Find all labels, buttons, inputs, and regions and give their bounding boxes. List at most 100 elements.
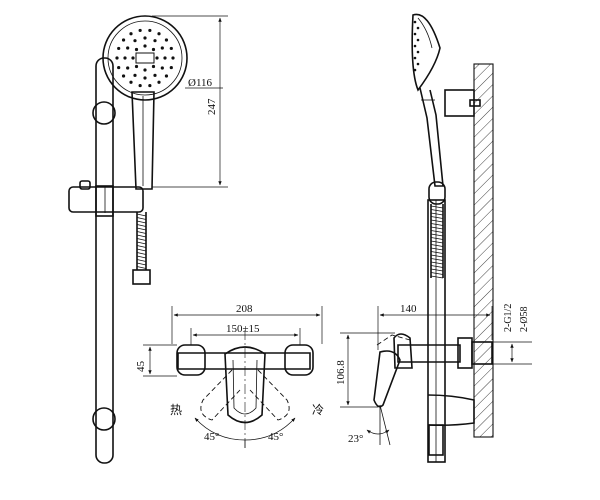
hose-rib: [430, 275, 444, 279]
nozzle-dot: [416, 26, 420, 30]
right-angle-label: 45°: [268, 431, 283, 443]
mode-selector: [135, 52, 155, 64]
slider-holder: [68, 186, 144, 213]
nozzle-dot: [416, 50, 420, 54]
hose-rib: [430, 268, 444, 272]
nozzle-dot: [138, 83, 142, 88]
mixer-top-view: 208 150±15 45 热 冷 45° 45°: [135, 303, 324, 448]
hose-rib: [430, 205, 444, 209]
hose-rib: [136, 262, 147, 266]
nozzle-dot: [413, 56, 417, 60]
nozzle-dot: [151, 64, 156, 69]
nozzle-dot: [129, 32, 133, 36]
nozzle-dot: [163, 56, 167, 60]
hose-rib: [136, 255, 147, 259]
nozzle-dot: [151, 47, 156, 52]
side-nozzles: [413, 20, 420, 72]
right-cap: [284, 344, 314, 376]
total-height-label: 247: [206, 98, 218, 115]
left-angle-label: 45°: [204, 431, 219, 443]
hose-rib: [430, 247, 444, 251]
hose-rib: [136, 252, 147, 255]
body-width-label: 208: [236, 303, 253, 315]
nozzle-dot: [169, 65, 173, 70]
hand-shower-handle: [131, 91, 155, 190]
nozzle-dot: [123, 56, 127, 60]
hose-rib: [430, 219, 444, 223]
hose-rib: [430, 272, 444, 275]
hose-rib: [430, 240, 444, 244]
hose-rib: [136, 238, 147, 241]
hose-ribs: [136, 213, 147, 269]
nozzle-dot: [129, 80, 133, 84]
nozzle-dot: [413, 32, 417, 36]
hose-rib: [430, 251, 444, 254]
nozzle-dot: [416, 62, 420, 66]
hose-rib: [430, 237, 444, 240]
nozzle-dot: [153, 73, 157, 77]
rail-bracket-top: [92, 101, 116, 125]
nozzle-dot: [143, 68, 147, 72]
nozzle-dot: [160, 66, 164, 70]
nozzle-dot: [153, 39, 157, 43]
nozzle-dot: [413, 20, 417, 24]
nozzle-dot: [164, 74, 169, 78]
hose-rib: [136, 231, 147, 234]
side-view-shower-set: 140 106.8 23° 2-G1/2 2-Ø58: [335, 13, 532, 463]
head-diameter-label: Ø116: [188, 77, 213, 89]
nozzle-dot: [148, 28, 152, 33]
hose-rib: [430, 254, 444, 258]
nozzle-dot: [131, 56, 135, 60]
hose-rib: [430, 209, 444, 212]
front-view-shower-set: Ø116 247: [68, 15, 228, 464]
hose-rib: [430, 261, 444, 265]
hose-rib: [136, 213, 147, 217]
nozzle-pattern: [115, 28, 175, 88]
hose-rib: [136, 227, 147, 231]
hose-rib: [430, 226, 444, 230]
nozzle-dot: [133, 39, 137, 43]
nozzle-dot: [133, 73, 137, 77]
hose-rib: [430, 223, 444, 226]
nozzle-dot: [117, 65, 121, 70]
projection-label: 140: [400, 303, 417, 315]
hose-rib: [430, 212, 444, 216]
nozzle-dot: [126, 46, 130, 50]
hose-rib: [430, 233, 444, 237]
shower-head: [102, 15, 188, 101]
nozzle-dot: [413, 68, 417, 72]
hose-rib: [136, 234, 147, 238]
nozzle-dot: [155, 56, 159, 60]
lever-hot-position: [200, 369, 241, 421]
tilt-angle-label: 23°: [348, 433, 363, 445]
hose-rib: [430, 216, 444, 219]
nozzle-dot: [115, 56, 119, 60]
hose-rib: [136, 220, 147, 224]
nozzle-dot: [134, 64, 139, 69]
left-cap: [176, 344, 206, 376]
shower-hose: [136, 212, 147, 270]
body-height-label: 45: [135, 361, 147, 373]
shower-head-side: [411, 13, 441, 92]
nozzle-dot: [143, 36, 147, 40]
hose-rib: [136, 224, 147, 227]
mixer-lever: [224, 346, 266, 424]
connection-thread-label: 2-G1/2: [503, 304, 514, 332]
nozzle-dot: [171, 56, 175, 60]
hot-label: 热: [170, 403, 182, 417]
nozzle-dot: [157, 32, 161, 36]
hose-rib: [430, 244, 444, 247]
connection-diameter-label: 2-Ø58: [519, 306, 530, 332]
nozzle-dot: [413, 44, 417, 48]
nozzle-dot: [157, 80, 161, 84]
spout-side: [373, 350, 401, 408]
nozzle-dot: [138, 28, 142, 33]
hose-rib: [136, 248, 147, 252]
nozzle-dot: [169, 46, 173, 51]
nozzle-dot: [143, 76, 147, 80]
nozzle-dot: [416, 38, 420, 42]
hose-rib: [430, 258, 444, 261]
cold-label: 冷: [312, 403, 324, 417]
nozzle-dot: [121, 74, 126, 78]
